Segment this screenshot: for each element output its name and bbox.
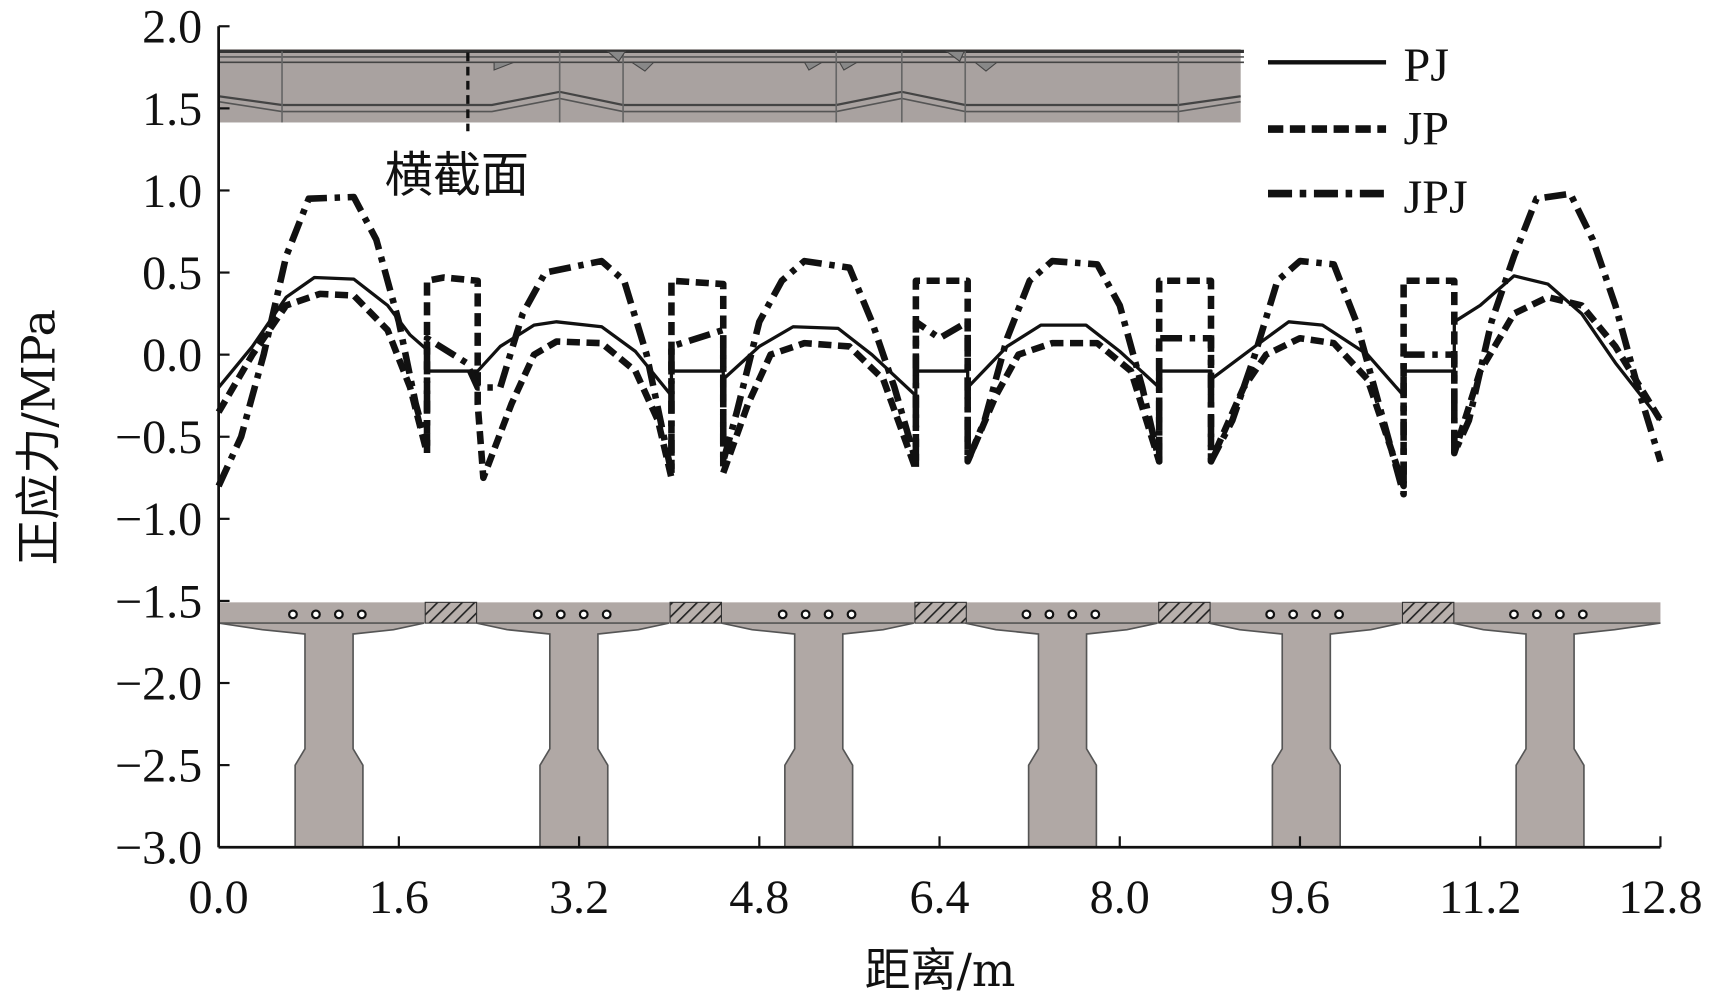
girder [476, 609, 670, 849]
y-tick-label: −1.0 [115, 493, 202, 546]
y-tick-label: −0.5 [115, 411, 202, 464]
y-tick-label: −1.5 [115, 575, 202, 628]
series-line-jpj [215, 190, 1664, 498]
tendon-duct [1288, 609, 1299, 620]
x-tick-label: 4.8 [729, 871, 789, 924]
joint [914, 601, 967, 624]
tendon-duct [288, 609, 298, 620]
girder [721, 609, 915, 849]
tendon-duct [1531, 609, 1542, 620]
tendon-duct [846, 609, 857, 620]
tendon-duct [1509, 609, 1519, 620]
x-tick-label: 11.2 [1439, 871, 1521, 924]
tendon-duct [1021, 609, 1032, 620]
y-tick-label: 1.0 [142, 165, 202, 218]
y-tick-label: 0.5 [142, 247, 202, 300]
joint [1401, 601, 1455, 624]
tendon-duct [578, 609, 589, 620]
tendon-duct [1334, 609, 1344, 620]
y-axis-label: 正应力/MPa [12, 309, 66, 565]
legend: PJ JP JPJ [1268, 39, 1468, 224]
tendon-duct [1554, 609, 1565, 620]
joint [669, 601, 723, 624]
girder [218, 609, 425, 849]
girder [1208, 609, 1402, 849]
tendon-duct [310, 609, 321, 620]
tendon-duct [1265, 609, 1276, 620]
cross-section-diagram [218, 601, 1661, 849]
legend-label-pj: PJ [1404, 39, 1449, 92]
legend-item-jpj: JPJ [1268, 171, 1468, 224]
y-tick-label: −2.5 [115, 740, 202, 793]
x-tick-label: 8.0 [1090, 871, 1150, 924]
series-line-jp [215, 274, 1664, 490]
legend-label-jpj: JPJ [1404, 171, 1468, 224]
x-tick-label: 0.0 [189, 871, 249, 924]
tendon-duct [356, 609, 367, 620]
legend-label-jp: JP [1404, 102, 1449, 155]
x-tick-label: 6.4 [909, 871, 969, 924]
tendon-duct [555, 609, 566, 620]
y-tick-label: 2.0 [142, 1, 202, 54]
tendon-duct [1577, 609, 1588, 620]
series-line-pj [217, 274, 1662, 422]
plan-view-diagram: 横截面 [218, 49, 1244, 203]
cross-section-label: 横截面 [385, 147, 529, 203]
x-tick-label: 9.6 [1270, 871, 1330, 924]
x-tick-label: 3.2 [549, 871, 609, 924]
tendon-duct [532, 609, 543, 620]
tendon-duct [777, 609, 788, 620]
tendon-duct [800, 609, 811, 620]
tendon-duct [333, 609, 344, 620]
tendon-duct [1067, 609, 1078, 620]
tendon-duct [1044, 609, 1055, 620]
joint [424, 601, 478, 624]
tendon-duct [1090, 609, 1101, 620]
tendon-duct [1311, 609, 1322, 620]
legend-item-jp: JP [1268, 102, 1449, 155]
x-axis-label: 距离/m [865, 943, 1016, 997]
girder [1452, 609, 1661, 849]
y-tick-label: −3.0 [115, 822, 202, 875]
y-tick-label: 0.0 [142, 329, 202, 382]
girder [965, 609, 1158, 849]
tendon-duct [823, 609, 834, 620]
x-tick-label: 1.6 [369, 871, 429, 924]
y-tick-label: −2.0 [115, 657, 202, 710]
joint [1158, 601, 1211, 624]
y-tick-label: 1.5 [142, 83, 202, 136]
tendon-duct [601, 609, 612, 620]
legend-item-pj: PJ [1268, 39, 1449, 92]
x-tick-label: 12.8 [1618, 871, 1702, 924]
